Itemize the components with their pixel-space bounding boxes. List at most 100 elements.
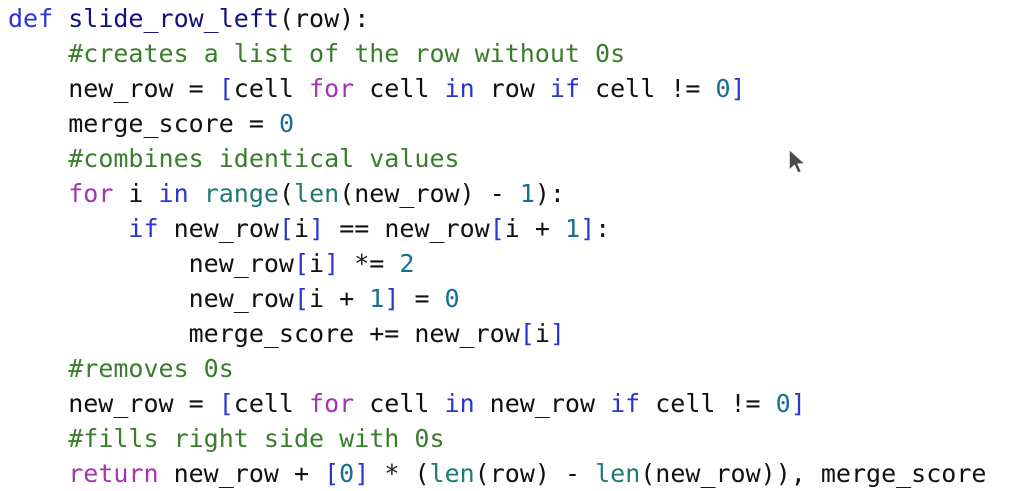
code-token: if bbox=[128, 214, 159, 243]
code-line[interactable]: new_row = [cell for cell in row if cell … bbox=[8, 71, 1024, 106]
code-token: in bbox=[444, 74, 475, 103]
code-area[interactable]: def slide_row_left(row): #creates a list… bbox=[8, 1, 1024, 491]
code-token: (row) - bbox=[474, 459, 596, 488]
code-line[interactable]: #combines identical values bbox=[8, 141, 1024, 176]
code-token: 0 bbox=[444, 284, 460, 313]
code-line[interactable]: merge_score = 0 bbox=[8, 106, 1024, 141]
code-line[interactable]: new_row[i] *= 2 bbox=[8, 246, 1024, 281]
code-token: cell bbox=[233, 74, 310, 103]
code-token: (new_row)), merge_score bbox=[640, 459, 987, 488]
code-line[interactable]: #removes 0s bbox=[8, 351, 1024, 386]
code-token: ] bbox=[549, 319, 565, 348]
code-token: new_row = bbox=[8, 74, 219, 103]
code-token: *= bbox=[339, 249, 400, 278]
code-token: #combines identical values bbox=[68, 144, 460, 173]
code-token: 1 bbox=[519, 179, 535, 208]
code-token: #removes 0s bbox=[68, 354, 234, 383]
code-token: (row): bbox=[278, 4, 370, 33]
code-token: ] bbox=[354, 459, 370, 488]
code-token: ] bbox=[309, 214, 325, 243]
code-token: [ bbox=[218, 74, 234, 103]
code-token: #creates a list of the row without 0s bbox=[68, 39, 626, 68]
code-line[interactable]: if new_row[i] == new_row[i + 1]: bbox=[8, 211, 1024, 246]
code-token: len bbox=[429, 459, 475, 488]
code-token: merge_score = bbox=[8, 109, 279, 138]
code-line[interactable]: def slide_row_left(row): bbox=[8, 1, 1024, 36]
code-line[interactable]: merge_score += new_row[i] bbox=[8, 316, 1024, 351]
code-token bbox=[8, 179, 68, 208]
code-token: in bbox=[444, 389, 475, 418]
code-token: [ bbox=[519, 319, 535, 348]
code-line[interactable]: new_row = [cell for cell in new_row if c… bbox=[8, 386, 1024, 421]
code-token: if bbox=[610, 389, 641, 418]
code-token: ( bbox=[278, 179, 295, 208]
code-token: ] bbox=[730, 74, 746, 103]
code-token: 0 bbox=[715, 74, 731, 103]
code-token: [ bbox=[324, 459, 340, 488]
code-token: for bbox=[68, 179, 114, 208]
code-token: cell bbox=[233, 389, 310, 418]
code-token: #fills right side with 0s bbox=[68, 424, 445, 453]
code-token bbox=[189, 179, 204, 208]
code-token bbox=[8, 144, 68, 173]
code-token: [ bbox=[293, 249, 310, 278]
code-token: new_row bbox=[8, 284, 294, 313]
code-line[interactable]: for i in range(len(new_row) - 1): bbox=[8, 176, 1024, 211]
code-token: row bbox=[474, 74, 550, 103]
code-token: new_row bbox=[158, 214, 279, 243]
code-token bbox=[8, 459, 68, 488]
code-token: merge_score += new_row bbox=[8, 319, 520, 348]
code-token: 0 bbox=[775, 389, 791, 418]
code-token: : bbox=[595, 214, 611, 243]
code-token: cell != bbox=[580, 74, 716, 103]
code-token: i bbox=[534, 319, 550, 348]
code-line[interactable]: return new_row + [0] * (len(row) - len(n… bbox=[8, 456, 1024, 491]
code-token: 1 bbox=[565, 214, 581, 243]
code-token: 0 bbox=[339, 459, 355, 488]
code-token: len bbox=[294, 179, 340, 208]
code-line[interactable]: new_row[i + 1] = 0 bbox=[8, 281, 1024, 316]
code-token: new_row + bbox=[158, 459, 325, 488]
code-token bbox=[53, 4, 68, 33]
code-token bbox=[8, 354, 68, 383]
code-token: (new_row) - bbox=[339, 179, 520, 208]
code-token: = bbox=[399, 284, 445, 313]
code-token: cell bbox=[354, 74, 445, 103]
code-token: in bbox=[158, 179, 189, 208]
code-token: ] bbox=[790, 389, 806, 418]
code-token: ] bbox=[580, 214, 596, 243]
code-token: == new_row bbox=[324, 214, 490, 243]
code-token: ): bbox=[534, 179, 565, 208]
code-token bbox=[8, 214, 128, 243]
code-token: new_row = bbox=[8, 389, 219, 418]
code-token: i + bbox=[309, 284, 370, 313]
code-token: 1 bbox=[369, 284, 385, 313]
code-token: ] bbox=[384, 284, 400, 313]
code-token: for bbox=[309, 74, 355, 103]
code-token: [ bbox=[278, 214, 295, 243]
code-token: i bbox=[113, 179, 159, 208]
code-token: 0 bbox=[278, 109, 294, 138]
code-token: * ( bbox=[369, 459, 430, 488]
code-token: new_row bbox=[474, 389, 611, 418]
code-token: 2 bbox=[399, 249, 415, 278]
code-token: ] bbox=[324, 249, 340, 278]
code-token: for bbox=[309, 389, 355, 418]
code-token: [ bbox=[489, 214, 505, 243]
code-token: i bbox=[309, 249, 325, 278]
code-line[interactable]: #creates a list of the row without 0s bbox=[8, 36, 1024, 71]
code-token: i + bbox=[504, 214, 565, 243]
code-token: [ bbox=[293, 284, 310, 313]
code-token: new_row bbox=[8, 249, 294, 278]
code-token: cell != bbox=[640, 389, 776, 418]
code-token: if bbox=[549, 74, 580, 103]
code-token: slide_row_left bbox=[68, 4, 279, 33]
code-line[interactable]: #fills right side with 0s bbox=[8, 421, 1024, 456]
code-token: def bbox=[8, 4, 54, 33]
code-token: i bbox=[294, 214, 310, 243]
code-token: len bbox=[595, 459, 641, 488]
code-token: [ bbox=[218, 389, 234, 418]
code-token: cell bbox=[354, 389, 445, 418]
code-token: range bbox=[203, 179, 279, 208]
